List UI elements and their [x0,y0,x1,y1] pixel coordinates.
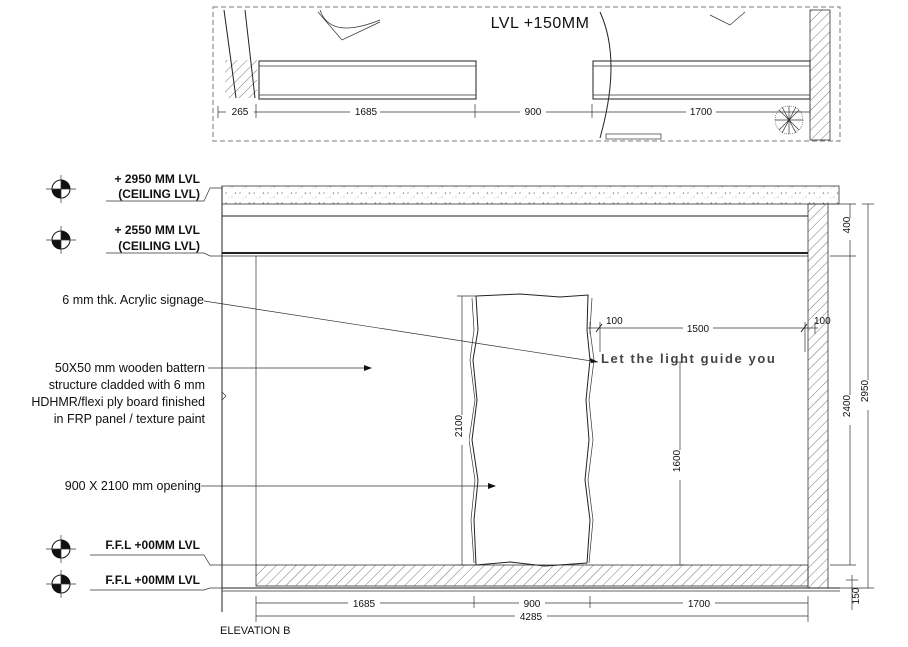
plan-boundary [212,6,841,142]
level-markers: + 2950 MM LVL (CEILING LVL) + 2550 MM LV… [46,172,256,598]
dim-total: 4285 [520,612,543,623]
plan-dim-900: 900 [525,107,542,118]
dim-bottom-1700: 1700 [688,599,711,610]
leader-signage [203,300,599,363]
floor-strip [255,564,809,587]
dim-right-2950: 2950 [860,379,871,402]
level-marker-2950: + 2950 MM LVL (CEILING LVL) [46,172,222,203]
vertical-dimensions: 2100 1600 [454,295,687,566]
plan-title: LVL +150MM [491,15,590,32]
annotation-structure-line-1: 50X50 mm wooden battern [55,361,205,375]
plan-right-wall [809,9,831,141]
dim-sign-left: 100 [606,316,623,327]
level-2950-label: + 2950 MM LVL [115,172,200,186]
dim-bottom-1685: 1685 [353,599,376,610]
annotation-opening: 900 X 2100 mm opening [65,479,201,493]
annotation-signage: 6 mm thk. Acrylic signage [62,293,204,307]
bottom-dimensions: 1685 900 1700 4285 [255,596,809,623]
level-2550-label: + 2550 MM LVL [115,223,200,237]
drawing-title: ELEVATION B [220,625,291,637]
door-opening-outline [471,293,591,567]
plan-curve [599,11,612,139]
plant-icon [774,105,804,135]
annotation-structure-line-2: structure cladded with 6 mm [49,378,205,392]
dim-right-150: 150 [851,587,862,604]
dim-sign-width: 1500 [687,324,710,335]
level-2550-sublabel: (CEILING LVL) [118,239,200,253]
elevation-view: Let the light guide you [221,185,840,612]
annotation-structure-line-3: HDHMR/flexi ply board finished [31,395,205,409]
dim-opening-height: 2100 [454,414,465,437]
level-marker-ffl-2: F.F.L +00MM LVL [46,570,222,598]
level-marker-ffl-1: F.F.L +00MM LVL [46,535,256,566]
right-wall [807,203,829,589]
plan-view: LVL +150MM 265 1685 900 1700 [212,6,841,142]
plan-left-wall [225,60,257,98]
dim-bottom-900: 900 [524,599,541,610]
annotations: 6 mm thk. Acrylic signage 50X50 mm woode… [31,293,599,493]
level-ffl-2-label: F.F.L +00MM LVL [105,573,200,587]
right-dimensions: 400 2400 2950 150 [830,203,875,610]
ceiling-slab [221,185,840,205]
plan-panel-right [592,60,811,100]
plan-dim-1700: 1700 [690,107,713,118]
level-2950-sublabel: (CEILING LVL) [118,187,200,201]
annotation-structure-line-4: in FRP panel / texture paint [54,412,206,426]
dim-sign-height: 1600 [672,449,683,472]
level-ffl-1-label: F.F.L +00MM LVL [105,538,200,552]
dim-right-2400: 2400 [842,394,853,417]
signage-dimensions: 100 1500 100 [588,316,831,352]
plan-panel-left [258,60,477,100]
level-marker-2550: + 2550 MM LVL (CEILING LVL) [46,223,222,257]
plan-dimensions: 265 1685 900 1700 [217,104,811,118]
dim-sign-right: 100 [814,316,831,327]
plan-dim-265: 265 [232,107,249,118]
plan-dim-1685: 1685 [355,107,378,118]
signage-text: Let the light guide you [601,351,776,366]
dim-right-400: 400 [842,216,853,233]
